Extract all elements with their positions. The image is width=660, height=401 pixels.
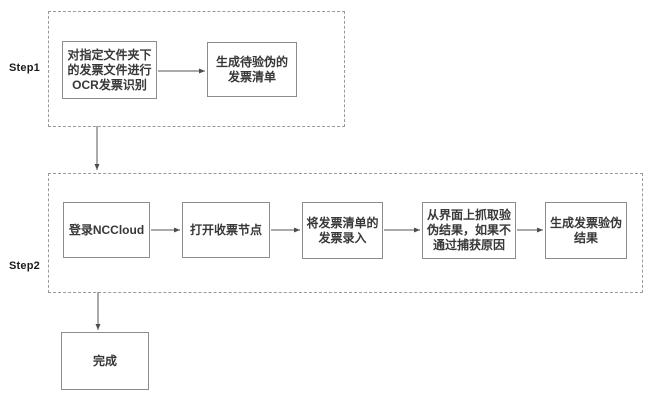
node-done: 完成 bbox=[61, 332, 149, 390]
step2-group-container bbox=[48, 173, 643, 293]
node-login-nccloud: 登录NCCloud bbox=[63, 202, 150, 258]
node-generate-verification-result: 生成发票验伪 结果 bbox=[545, 202, 627, 259]
node-generate-pending-invoice-list: 生成待验伪的 发票清单 bbox=[207, 42, 297, 97]
node-open-invoice-node: 打开收票节点 bbox=[182, 202, 270, 258]
step1-group-container bbox=[48, 11, 345, 127]
node-ocr-invoice-recognition: 对指定文件夹下 的发票文件进行 OCR发票识别 bbox=[62, 41, 157, 99]
node-capture-verification-result: 从界面上抓取验 伪结果，如果不 通过捕获原因 bbox=[422, 202, 516, 259]
node-enter-invoice-list: 将发票清单的 发票录入 bbox=[302, 202, 383, 259]
step1-label: Step1 bbox=[9, 62, 40, 74]
step2-label: Step2 bbox=[9, 260, 40, 272]
